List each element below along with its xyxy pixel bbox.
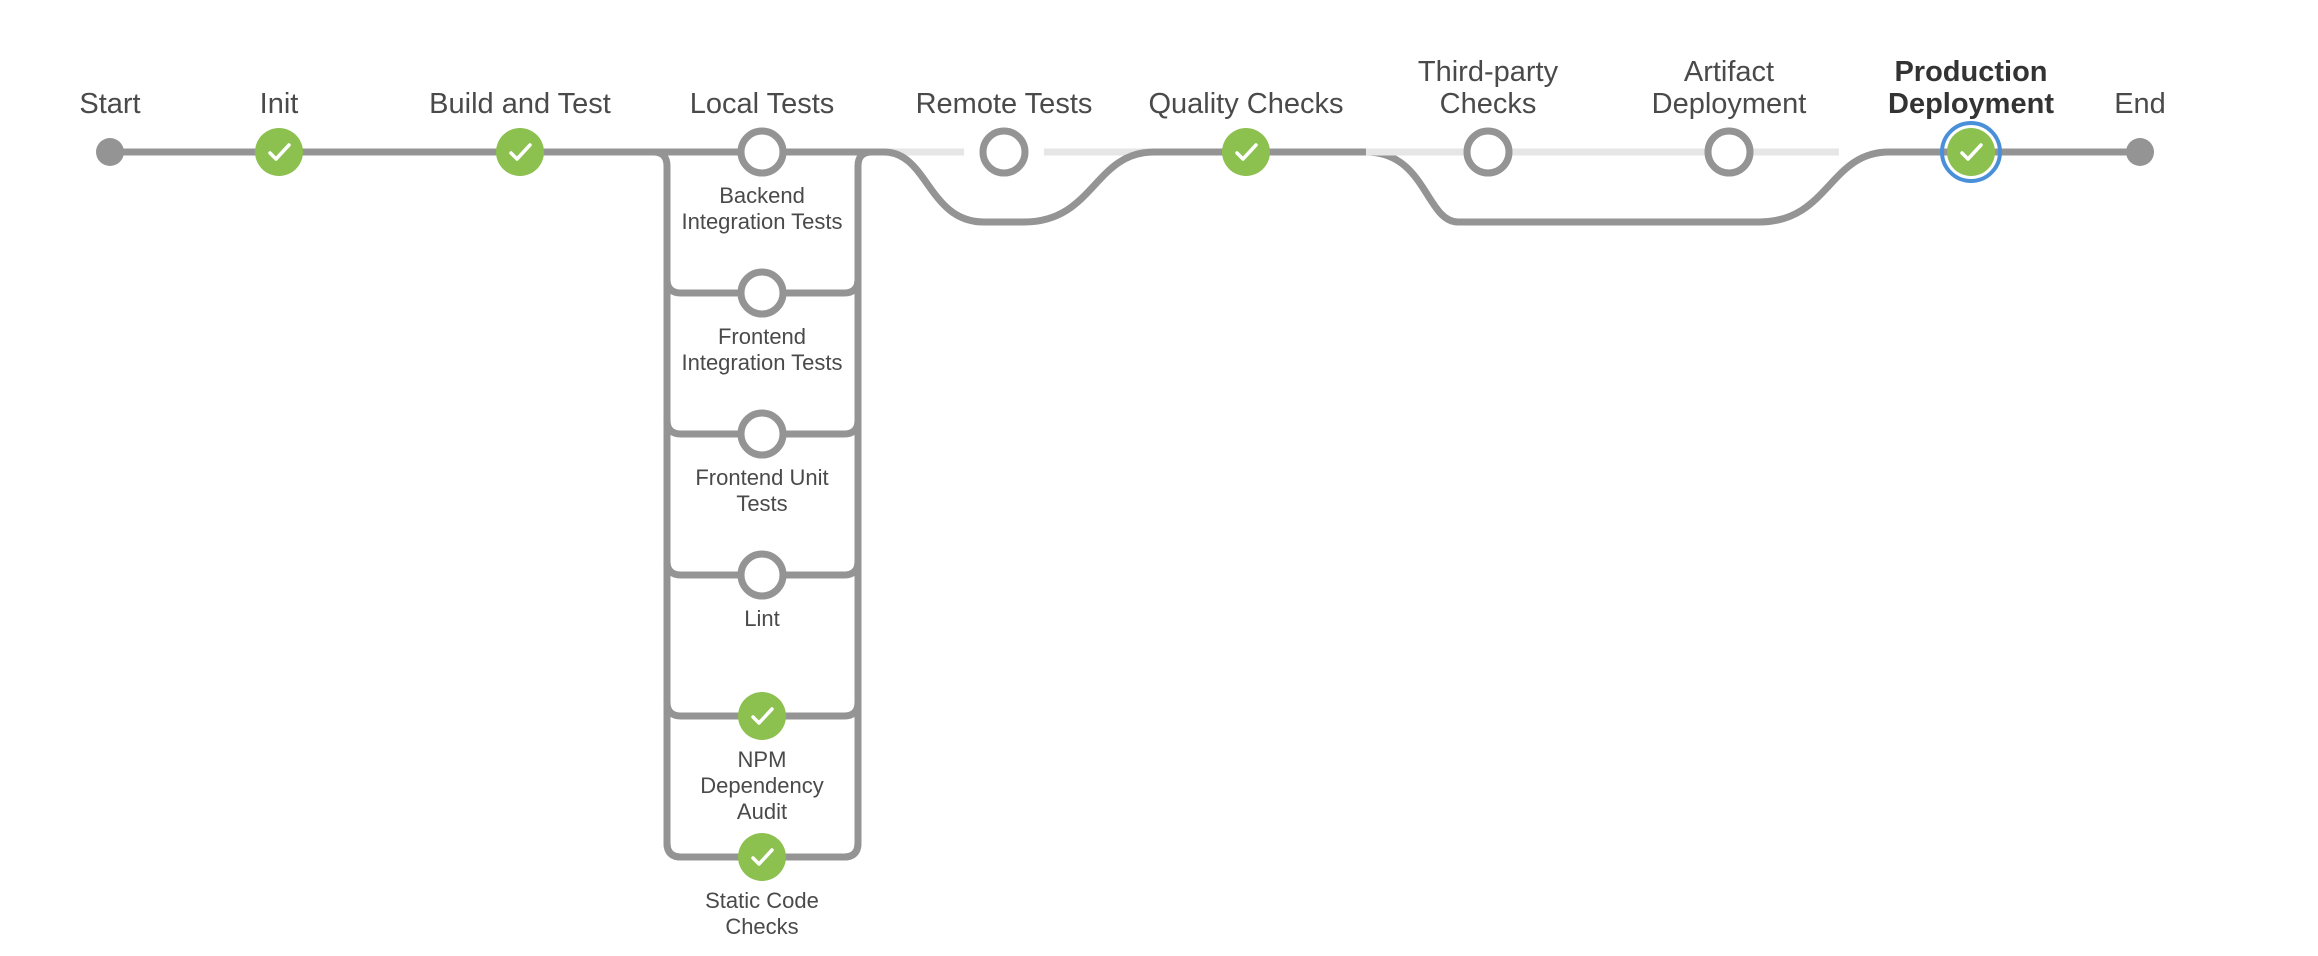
stage-label-production-deployment-line-2: Deployment (1888, 88, 2054, 120)
stage-label-artifact-deployment-line-1: Artifact (1684, 56, 1774, 88)
stage-node-quality-checks[interactable] (1222, 128, 1270, 176)
branch-label-backend-integration-tests-line-2: Integration Tests (681, 209, 842, 234)
stage-label-end: End (2114, 88, 2166, 120)
branch-label-npm-dependency-audit-line-1: NPM (738, 747, 787, 772)
branch-label-npm-dependency-audit-line-2: Dependency (700, 773, 824, 798)
success-status (1947, 128, 1995, 176)
branch-node-frontend-integration-tests[interactable] (737, 268, 787, 318)
checkmark-icon (1960, 143, 1983, 161)
stage-label-third-party-checks-line-2: Checks (1440, 88, 1537, 120)
checkmark-icon (509, 143, 532, 161)
checkmark-icon (751, 707, 774, 725)
branch-node-npm-dependency-audit[interactable] (738, 692, 786, 740)
branch-label-lint: Lint (744, 606, 779, 631)
connector-bypass-remote-tests (854, 148, 1250, 226)
stage-node-build-and-test[interactable] (496, 128, 544, 176)
stage-label-start: Start (79, 88, 140, 120)
not-built-status (1704, 127, 1754, 177)
stage-node-remote-tests[interactable] (979, 127, 1029, 177)
parallel-fork-rail (649, 148, 685, 861)
pipeline-labels: Start Init Build and Test Local TestsBacken… (79, 56, 2165, 939)
not-built-status (979, 127, 1029, 177)
success-status (255, 128, 303, 176)
stage-node-third-party-checks[interactable] (1463, 127, 1513, 177)
not-built-status (737, 409, 787, 459)
stage-node-artifact-deployment[interactable] (1704, 127, 1754, 177)
connector-bypass-deploy-stages (1242, 148, 2144, 226)
branch-node-lint[interactable] (737, 550, 787, 600)
pipeline-nodes (96, 121, 2154, 881)
start-node (96, 138, 124, 166)
not-built-status (737, 127, 787, 177)
selected-ring (1940, 121, 2002, 183)
stage-label-build-and-test: Build and Test (429, 88, 611, 120)
success-status (1222, 128, 1270, 176)
stage-node-init[interactable] (255, 128, 303, 176)
stage-label-artifact-deployment-line-2: Deployment (1652, 88, 1807, 120)
stage-label-quality-checks: Quality Checks (1148, 88, 1343, 120)
checkmark-icon (751, 848, 774, 866)
checkmark-icon (268, 143, 291, 161)
branch-node-frontend-unit-tests[interactable] (737, 409, 787, 459)
branch-label-frontend-unit-tests-line-2: Tests (736, 491, 787, 516)
not-built-status (737, 550, 787, 600)
branch-label-frontend-integration-tests-line-2: Integration Tests (681, 350, 842, 375)
not-built-status (737, 268, 787, 318)
stage-label-third-party-checks-line-1: Third-party (1418, 56, 1559, 88)
pipeline-connectors (106, 148, 2144, 861)
success-status (496, 128, 544, 176)
branch-label-npm-dependency-audit-line-3: Audit (737, 799, 787, 824)
branch-node-backend-integration-tests[interactable] (737, 127, 787, 177)
stage-label-local-tests: Local Tests (690, 88, 835, 120)
branch-label-static-code-checks-line-1: Static Code (705, 888, 819, 913)
branch-label-frontend-integration-tests-line-1: Frontend (718, 324, 806, 349)
branch-label-backend-integration-tests-line-1: Backend (719, 183, 805, 208)
end-node (2126, 138, 2154, 166)
success-status (738, 692, 786, 740)
branch-label-static-code-checks-line-2: Checks (725, 914, 798, 939)
not-built-status (1463, 127, 1513, 177)
parallel-join-rail (840, 162, 862, 861)
checkmark-icon (1235, 143, 1258, 161)
branch-node-static-code-checks[interactable] (738, 833, 786, 881)
stage-node-production-deployment[interactable] (1940, 121, 2002, 183)
success-status (738, 833, 786, 881)
stage-label-init: Init (260, 88, 299, 120)
stage-label-remote-tests: Remote Tests (916, 88, 1093, 120)
branch-label-frontend-unit-tests-line-1: Frontend Unit (695, 465, 828, 490)
stage-label-production-deployment-line-1: Production (1894, 56, 2047, 88)
